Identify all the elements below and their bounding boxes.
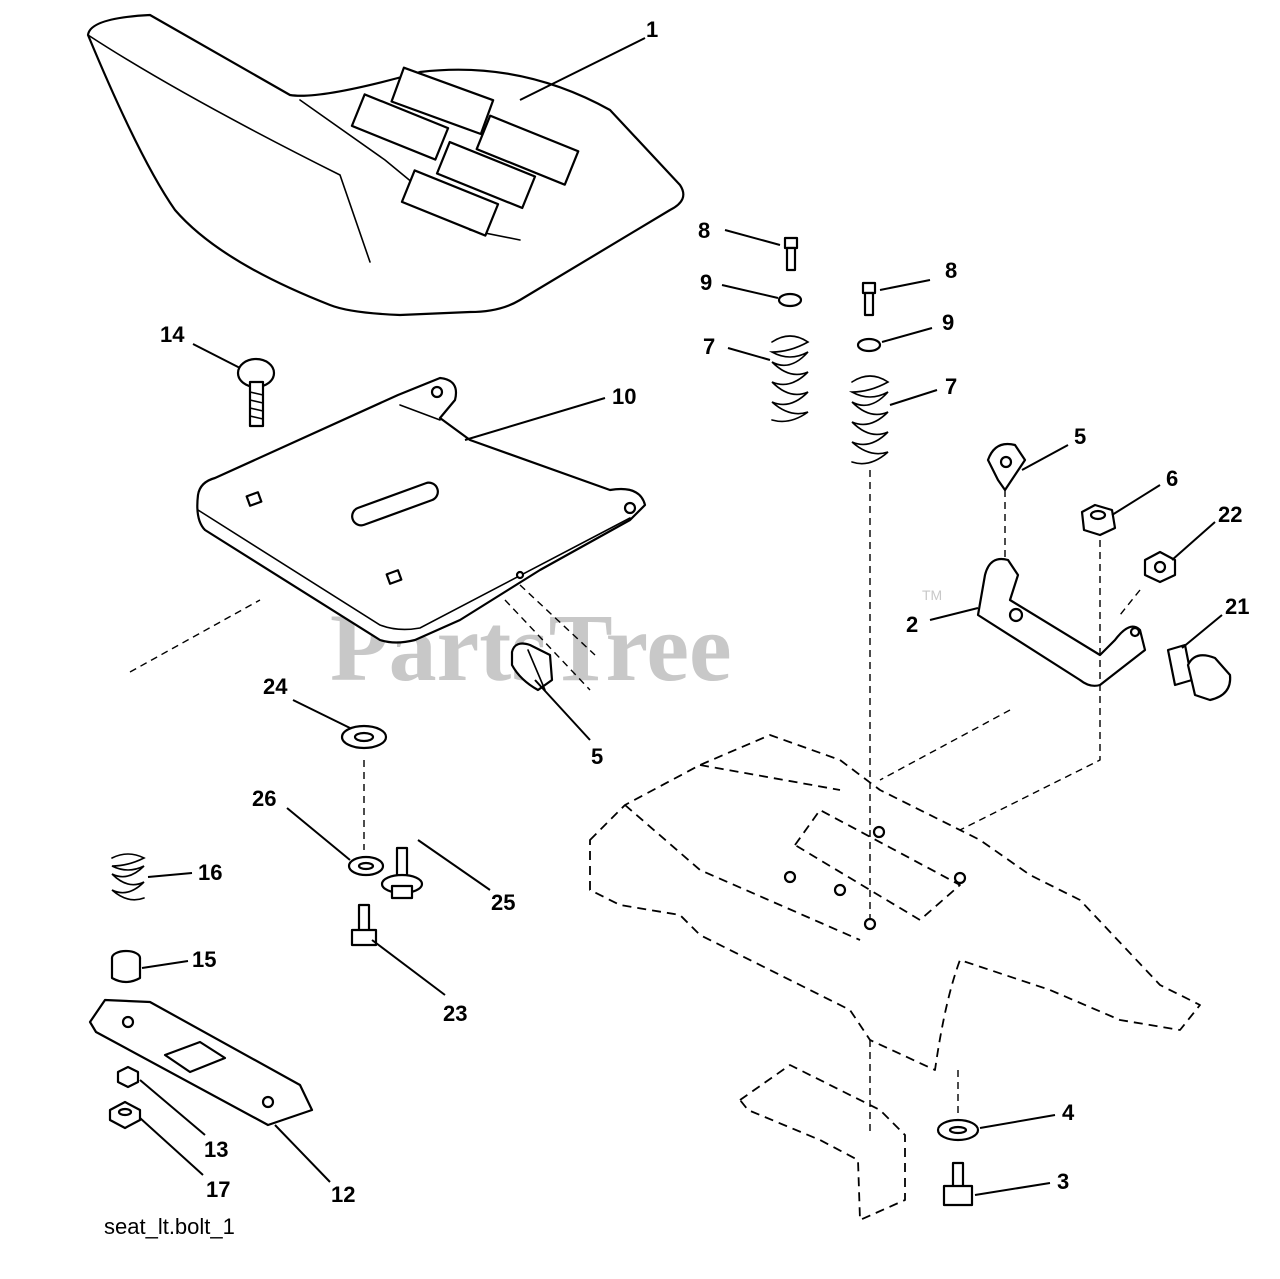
callout-15: 15: [192, 947, 216, 972]
callout-labels: 1 8 9 8 7 9 14 7 10 5 6 22 2 21 5 24 26 …: [160, 17, 1249, 1207]
callout-14: 14: [160, 322, 185, 347]
callout-9-right: 9: [942, 310, 954, 335]
callout-16: 16: [198, 860, 222, 885]
part-washer-9-left: [777, 292, 803, 308]
part-bolt-8-right: [861, 281, 877, 317]
part-nut-13: [116, 1065, 140, 1089]
callout-3: 3: [1057, 1169, 1069, 1194]
trademark-mark: TM: [922, 587, 942, 603]
part-bolt-8-left: [783, 236, 799, 272]
callout-22: 22: [1218, 502, 1242, 527]
part-spring-right: [848, 375, 890, 465]
callout-1: 1: [646, 17, 658, 42]
part-carriage-bolt: [236, 357, 276, 428]
callout-23: 23: [443, 1001, 467, 1026]
diagram-caption: seat_lt.bolt_1: [104, 1214, 235, 1239]
part-slide-rail-12: [88, 998, 314, 1127]
callout-10: 10: [612, 384, 636, 409]
part-frame-dashed: [589, 734, 1201, 1221]
part-spacer-15: [110, 949, 142, 984]
callout-6: 6: [1166, 466, 1178, 491]
part-clip-lower: [510, 642, 554, 692]
callout-7-right: 7: [945, 374, 957, 399]
part-spring-16: [111, 853, 146, 901]
callout-21: 21: [1225, 594, 1249, 619]
part-clip-upper: [986, 442, 1027, 492]
callout-12: 12: [331, 1182, 355, 1207]
callout-9-left: 9: [700, 270, 712, 295]
assembly-lines: [129, 470, 1141, 1135]
callout-25: 25: [491, 890, 515, 915]
callout-13: 13: [204, 1137, 228, 1162]
part-washer-9-right: [856, 337, 882, 353]
part-washer-4: [936, 1118, 980, 1142]
part-seat-pan: [196, 376, 647, 644]
callout-26: 26: [252, 786, 276, 811]
callout-2: 2: [906, 612, 918, 637]
part-nut-17: [108, 1100, 142, 1130]
part-knob-21: [1166, 643, 1232, 702]
part-bolt-23: [350, 903, 378, 947]
callout-8-left: 8: [698, 218, 710, 243]
part-bracket: [976, 557, 1147, 687]
part-flat-washer-24: [340, 724, 388, 750]
leader-lines: [139, 37, 1223, 1196]
part-shoulder-bolt-25: [380, 846, 424, 900]
part-seat: [86, 13, 685, 317]
part-locknut-22: [1143, 550, 1177, 584]
callout-8-right: 8: [945, 258, 957, 283]
callout-24: 24: [263, 674, 288, 699]
part-spring-left: [768, 335, 810, 423]
callout-5-lower: 5: [591, 744, 603, 769]
callout-7-left: 7: [703, 334, 715, 359]
callout-4: 4: [1062, 1100, 1075, 1125]
part-bolt-3: [942, 1161, 974, 1207]
callout-5-upper: 5: [1074, 424, 1086, 449]
part-lock-washer-26: [347, 855, 385, 877]
part-nut-6: [1080, 503, 1117, 537]
callout-17: 17: [206, 1177, 230, 1202]
